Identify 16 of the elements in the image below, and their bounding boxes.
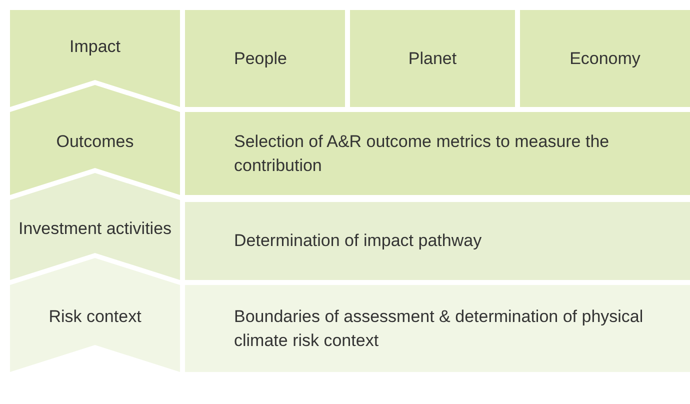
content-box bbox=[185, 202, 690, 280]
content-box bbox=[185, 285, 690, 372]
level-label: Impact bbox=[69, 36, 121, 58]
content-box bbox=[520, 10, 690, 107]
box-text: Selection of A&R outcome metrics to measure the contribution bbox=[234, 130, 610, 176]
box-text: Economy bbox=[570, 48, 640, 70]
content-box bbox=[185, 112, 690, 195]
box-text: Boundaries of assessment & determination of physical climate risk context bbox=[234, 306, 644, 352]
level-label: Risk context bbox=[48, 306, 142, 328]
box-text: Planet bbox=[408, 48, 457, 70]
content-box bbox=[185, 10, 345, 107]
box-text: Determination of impact pathway bbox=[234, 230, 482, 252]
content-box bbox=[350, 10, 515, 107]
level-label: Investment activities bbox=[18, 218, 172, 240]
box-text: People bbox=[234, 48, 287, 70]
level-label: Outcomes bbox=[56, 131, 134, 153]
